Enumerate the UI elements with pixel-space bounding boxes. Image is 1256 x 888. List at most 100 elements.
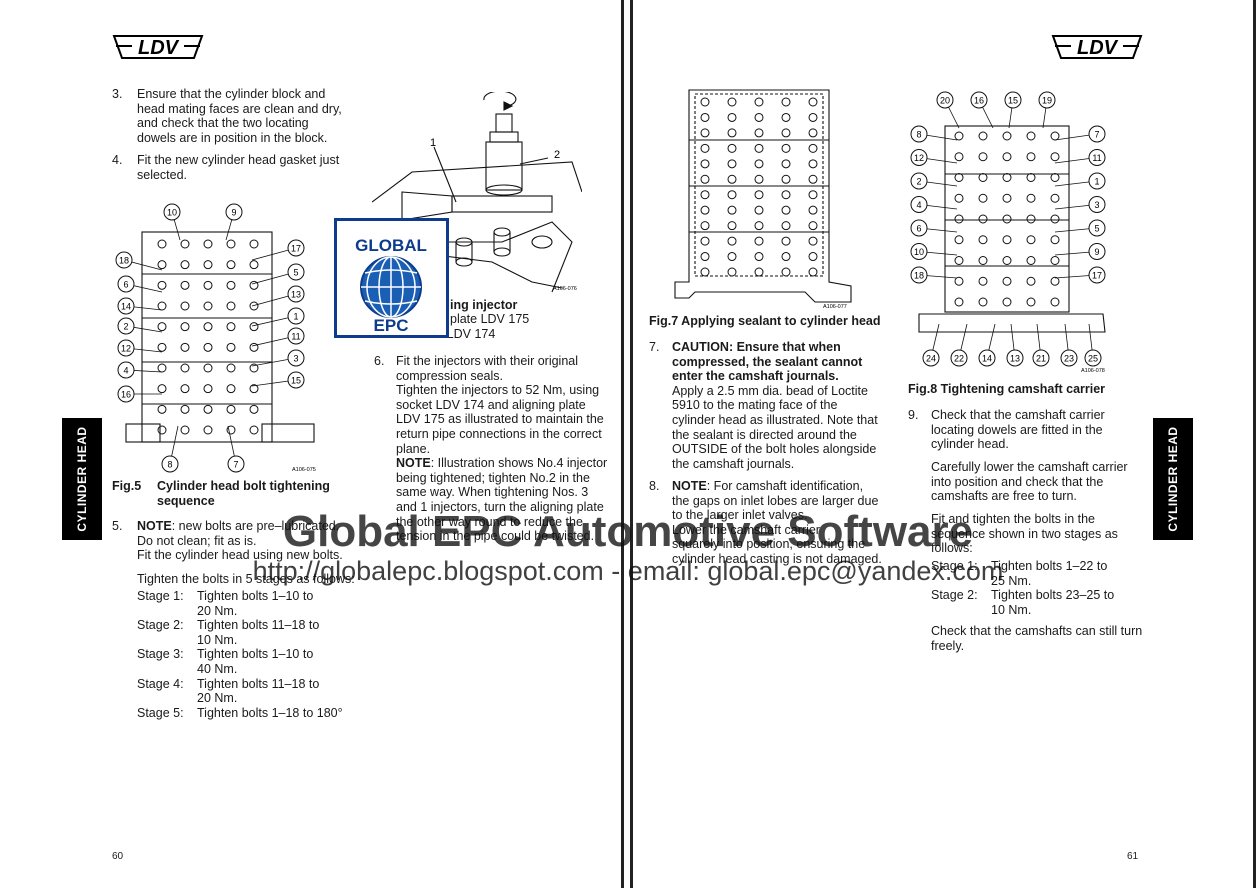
fig5-hole: [226, 404, 236, 414]
fig5-callout-label: 8: [167, 460, 172, 470]
fig5-caption-line: sequence: [157, 493, 215, 508]
fig8-hole: [1026, 235, 1036, 245]
fig8-hole: [954, 276, 964, 286]
fig5-callout-circle: [117, 385, 135, 403]
fig8-callout-label: 16: [974, 96, 984, 106]
fig8-hole: [1050, 173, 1060, 182]
fig7-hole: [808, 143, 818, 153]
fig8-callout-label: 3: [1094, 200, 1099, 210]
step-8-line: to the larger inlet valves.: [672, 508, 808, 523]
fig8-callout-label: 6: [916, 224, 921, 234]
stage-line: 20 Nm.: [197, 691, 238, 706]
fig5-hole: [180, 239, 190, 249]
stage-row: Stage 5:Tighten bolts 1–18 to 180°: [137, 706, 377, 721]
fig5-caption: Cylinder head bolt tightening sequence: [157, 479, 357, 508]
step-5-text: NOTE: new bolts are pre–lubricated. Do n…: [137, 519, 377, 563]
fig8-hole: [1026, 276, 1036, 286]
fig8-callout-circle: [910, 196, 928, 213]
fig8-callout-label: 24: [926, 354, 936, 364]
fig8-hole: [1050, 131, 1060, 141]
fig5-hole: [180, 425, 190, 435]
stage-line: Tighten bolts 1–10 to: [197, 589, 314, 603]
fig8-hole: [978, 276, 988, 286]
step-8-line: cylinder head casting is not damaged.: [672, 551, 882, 566]
fig6-item-1: plate LDV 175: [450, 312, 530, 326]
step-8-line: squarely into position, ensuring the: [672, 537, 866, 552]
fig5-callout-circle: [287, 239, 305, 257]
fig5-callout-circle: [287, 285, 305, 303]
note-label: NOTE: [137, 519, 172, 533]
fig8-hole: [954, 256, 964, 265]
caution-line: CAUTION: Ensure that when: [672, 340, 841, 354]
fig5-callout-label: 15: [291, 376, 301, 386]
fig8-callout-circle: [1038, 91, 1056, 109]
step-6-line: compression seals.: [396, 368, 503, 383]
fig8-hole: [1002, 256, 1012, 265]
stage-label: Stage 4:: [137, 676, 184, 691]
fig5-hole: [249, 425, 259, 435]
fig5-hole: [203, 363, 213, 373]
fig7-hole: [727, 267, 737, 277]
fig7-hole: [754, 159, 764, 169]
fig5-callout-label: 13: [291, 290, 301, 300]
step-9-line: camshafts are free to turn.: [931, 489, 1077, 504]
fig8-callout-label: 21: [1036, 354, 1046, 364]
fig5-hole: [249, 322, 259, 332]
fig8-ref: A106-078: [1081, 368, 1105, 374]
fig5-hole: [203, 239, 213, 249]
fig8-hole: [978, 131, 988, 141]
fig5-hole: [226, 239, 236, 249]
fig8-hole: [954, 131, 964, 141]
step-9-line: Check that the camshaft carrier: [931, 408, 1105, 422]
fig8-callout-label: 20: [940, 96, 950, 106]
fig5-hole: [226, 384, 236, 394]
fig7-hole: [781, 267, 791, 277]
note-label: NOTE: [396, 456, 431, 471]
step-7-line: the camshaft journals.: [672, 456, 795, 471]
page-number: 60: [112, 851, 124, 862]
fig8-hole: [1002, 276, 1012, 286]
step-9-line: Fit and tighten the bolts in the: [931, 512, 1095, 526]
step-7-line: cylinder head as illustrated. Note that: [672, 412, 878, 427]
fig7-hole: [781, 97, 791, 107]
fig8-hole: [1002, 214, 1012, 224]
fig7-hole: [808, 159, 818, 169]
step-6-line: LDV 175 as illustrated to maintain the: [396, 412, 604, 427]
step-9-line: locating dowels are fitted in the: [931, 422, 1103, 437]
fig8-callout-circle: [1088, 172, 1106, 190]
step-6-line: tension in the pipe could be twisted.: [396, 529, 595, 544]
fig5-callout-label: 16: [121, 390, 131, 400]
fig8-callout-circle: [978, 349, 996, 367]
fig8-callout-circle: [910, 219, 928, 237]
fig5-ref: A106-075: [292, 467, 316, 473]
fig6-ref: A106-076: [553, 286, 577, 292]
fig5-callout-label: 6: [123, 280, 128, 290]
fig7-hole: [727, 112, 737, 122]
fig5-callout-circle: [117, 361, 135, 379]
fig5-callout-circle: [287, 263, 305, 281]
fig8-callout-label: 11: [1092, 153, 1101, 163]
stage-line: 40 Nm.: [197, 661, 238, 676]
note-label: NOTE: [672, 479, 707, 493]
stage-line: 10 Nm.: [991, 602, 1032, 617]
fig8-hole: [1050, 152, 1060, 162]
fig7-hole: [808, 174, 818, 184]
fig8-hole: [954, 173, 964, 182]
fig5-callout-label: 3: [293, 354, 298, 364]
fig8-callout-circle: [910, 266, 928, 284]
step-5-number: 5.: [112, 519, 123, 533]
fig7-hole: [700, 174, 710, 184]
fig7-hole: [808, 112, 818, 122]
fig5-callout-circle: [227, 455, 245, 473]
fig7-hole: [700, 128, 710, 138]
fig5-callout-circle: [287, 349, 305, 367]
step-7-line: Apply a 2.5 mm dia. bead of Loctite: [672, 383, 868, 398]
fig7-hole: [754, 190, 764, 200]
fig7-hole: [781, 174, 791, 184]
fig7-hole: [808, 236, 818, 246]
step-9-number: 9.: [908, 408, 919, 422]
fig5-hole: [180, 280, 190, 290]
fig8-hole: [1050, 214, 1060, 224]
